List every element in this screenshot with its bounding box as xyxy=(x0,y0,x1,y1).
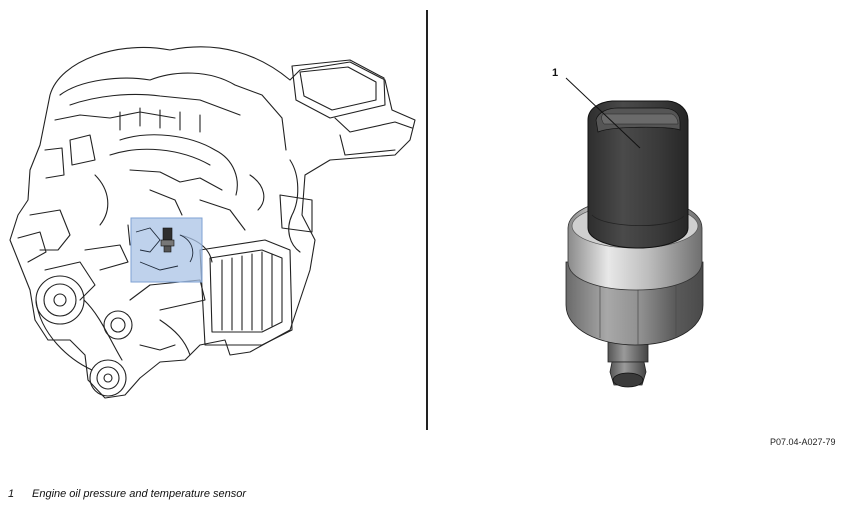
callout-number: 1 xyxy=(552,67,558,79)
legend-text: Engine oil pressure and temperature sens… xyxy=(32,488,247,500)
reference-code: P07.04-A027-79 xyxy=(770,437,836,447)
callout-leader-line xyxy=(565,77,641,149)
engine-drawing xyxy=(9,46,416,399)
sensor-drawing: 1 xyxy=(552,67,704,388)
legend-item: 1 Engine oil pressure and temperature sen… xyxy=(8,488,246,500)
sensor-small-icon xyxy=(160,227,175,253)
legend-number: 1 xyxy=(8,488,15,500)
sensor-location-highlight xyxy=(130,217,203,283)
